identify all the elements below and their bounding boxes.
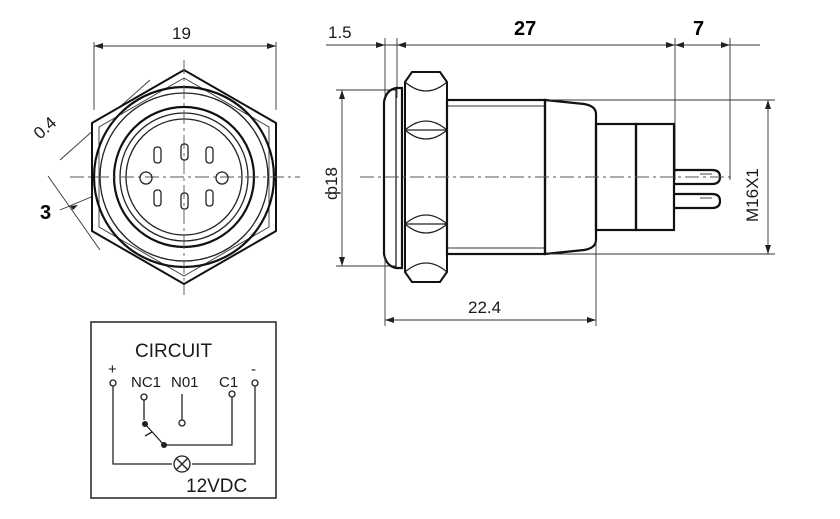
front-width-label: 19	[172, 24, 191, 43]
body-length-label: 27	[514, 18, 536, 40]
overall-length-label: 22.4	[468, 298, 501, 317]
circuit-plus: +	[108, 361, 117, 378]
front-chamfer-label: 0.4	[30, 113, 60, 143]
diameter-label: ф18	[322, 167, 341, 200]
circuit-no-label: N01	[171, 374, 199, 391]
front-ring-label: 3	[40, 202, 51, 224]
thread-label: M16X1	[743, 168, 762, 222]
circuit-c-label: C1	[219, 374, 238, 391]
circuit-minus: -	[251, 361, 256, 378]
circuit-voltage: 12VDC	[186, 476, 247, 497]
side-view: 1.5 27 7 ф18	[322, 18, 775, 326]
circuit-box: CIRCUIT + - NC1 N01 C1 12VDC	[90, 321, 277, 499]
circuit-nc-label: NC1	[131, 374, 161, 391]
side-nut-outline	[404, 71, 448, 283]
terminal-length-label: 7	[693, 18, 704, 40]
lamp-icon	[173, 455, 191, 473]
flange-outline	[382, 86, 404, 270]
circuit-title: CIRCUIT	[135, 341, 212, 362]
flange-thickness-label: 1.5	[328, 23, 352, 42]
front-view: 19 0.4 3	[30, 24, 300, 295]
